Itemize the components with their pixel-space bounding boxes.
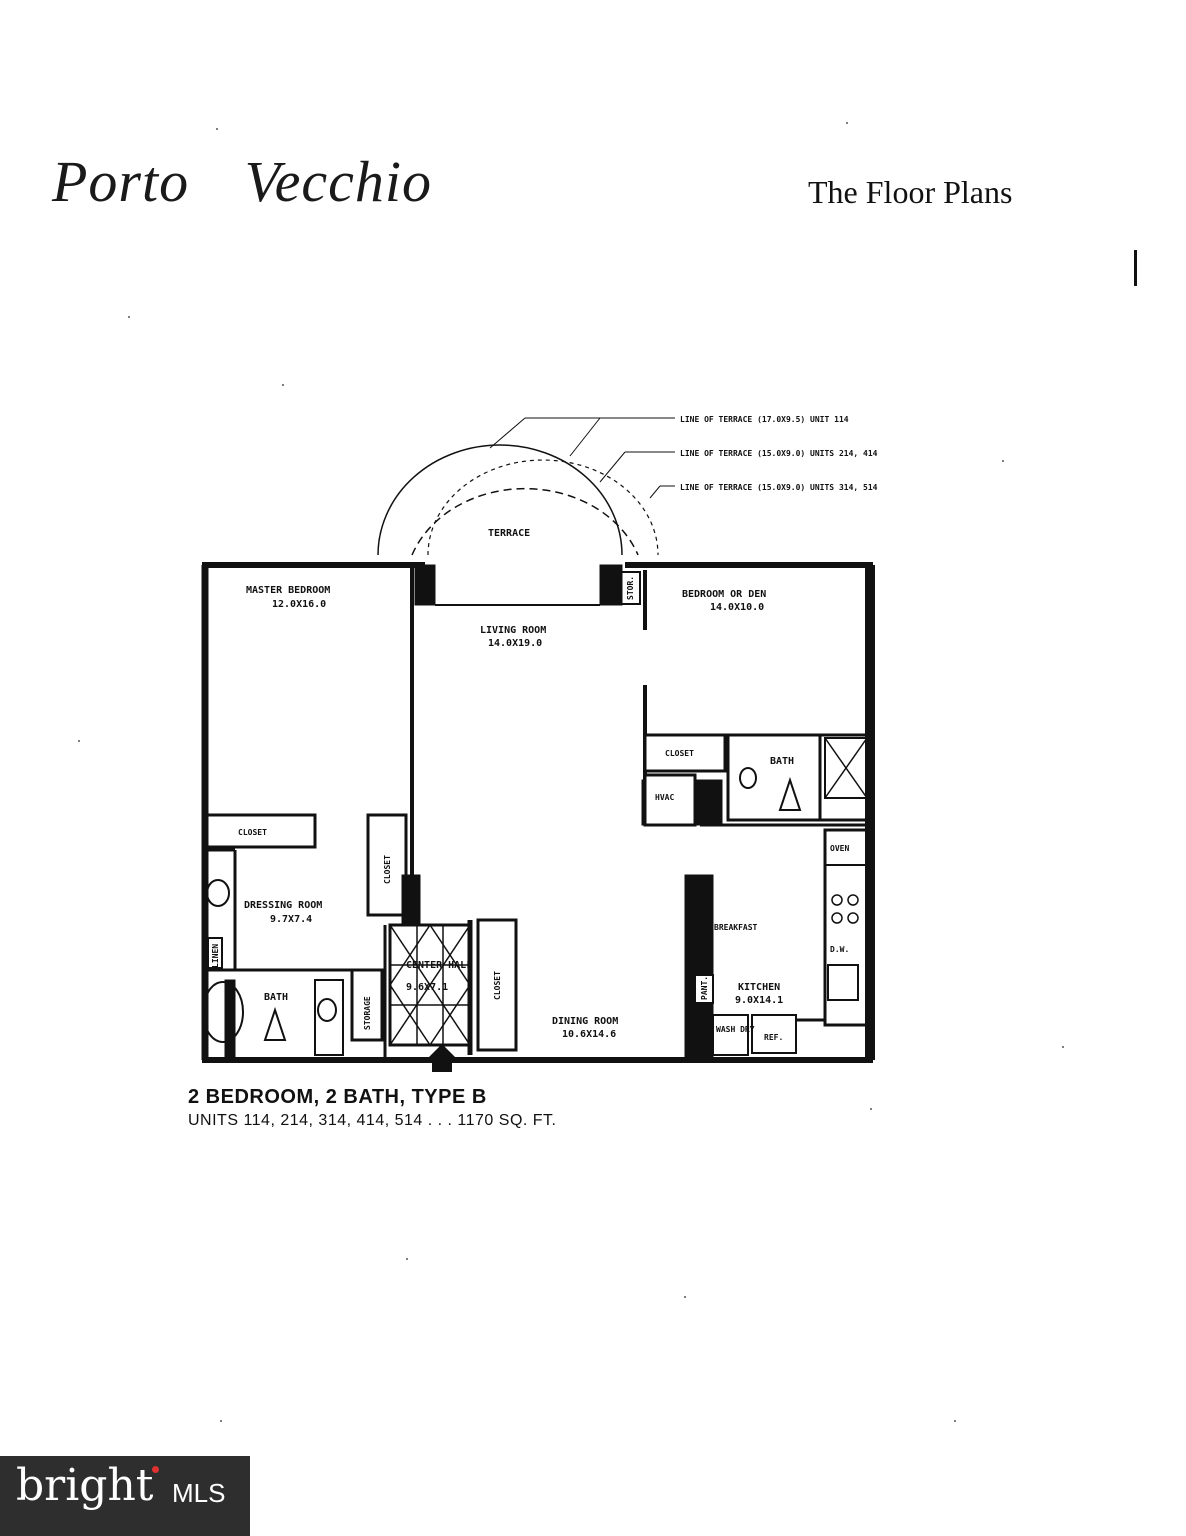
dishwasher-label: D.W. bbox=[830, 945, 849, 954]
terrace-arc-114 bbox=[377, 444, 623, 556]
speck bbox=[846, 122, 848, 124]
margin-mark bbox=[1134, 250, 1137, 286]
hall-closet-label: CLOSET bbox=[493, 971, 502, 1000]
floor-plan: LINE OF TERRACE (17.0X9.5) UNIT 114 LINE… bbox=[201, 415, 878, 1072]
speck bbox=[684, 1296, 686, 1298]
master-bedroom-size: 12.0X16.0 bbox=[272, 599, 326, 610]
bedroom-den-label: BEDROOM OR DEN bbox=[682, 589, 766, 600]
center-hall-size: 9.6X7.1 bbox=[406, 982, 448, 993]
speck bbox=[128, 316, 130, 318]
wash-dry-label: WASH DRY bbox=[716, 1025, 755, 1034]
terrace-note-314: LINE OF TERRACE (15.0X9.0) UNITS 314, 51… bbox=[680, 483, 878, 492]
terrace-arc-314 bbox=[427, 459, 659, 556]
plan-units: UNITS 114, 214, 314, 414, 514 . . . 1170… bbox=[188, 1112, 557, 1129]
terrace-note-114: LINE OF TERRACE (17.0X9.5) UNIT 114 bbox=[680, 415, 849, 424]
speck bbox=[216, 128, 218, 130]
speck bbox=[954, 1420, 956, 1422]
terrace-notes: LINE OF TERRACE (17.0X9.5) UNIT 114 LINE… bbox=[680, 415, 878, 492]
terrace-note-214: LINE OF TERRACE (15.0X9.0) UNITS 214, 41… bbox=[680, 449, 878, 458]
dining-room-size: 10.6X14.6 bbox=[562, 1029, 616, 1040]
speck bbox=[1002, 460, 1004, 462]
bath-1-label: BATH bbox=[264, 992, 288, 1003]
speck bbox=[78, 740, 80, 742]
plan-title: 2 BEDROOM, 2 BATH, TYPE B bbox=[188, 1086, 487, 1108]
refrigerator-label: REF. bbox=[764, 1033, 783, 1042]
living-room-size: 14.0X19.0 bbox=[488, 638, 542, 649]
speck bbox=[870, 1108, 872, 1110]
master-bedroom-label: MASTER BEDROOM bbox=[246, 585, 330, 596]
speck bbox=[1062, 1046, 1064, 1048]
speck bbox=[406, 1258, 408, 1260]
breakfast-label: BREAKFAST bbox=[714, 923, 758, 932]
master-closet-label: CLOSET bbox=[238, 828, 267, 837]
terrace-arc-214 bbox=[411, 487, 639, 556]
pantry-label: PANT. bbox=[700, 976, 709, 1000]
kitchen-size: 9.0X14.1 bbox=[735, 995, 783, 1006]
vertical-closet-label: CLOSET bbox=[383, 855, 392, 884]
entry-arrow-icon bbox=[424, 1044, 460, 1072]
speck bbox=[220, 1420, 222, 1422]
terrace-label: TERRACE bbox=[488, 528, 530, 539]
oven-label: OVEN bbox=[830, 844, 849, 853]
logo-brand: bright bbox=[16, 1460, 154, 1511]
dressing-room-label: DRESSING ROOM bbox=[244, 900, 322, 911]
logo-suffix: MLS bbox=[172, 1478, 226, 1508]
dressing-room-size: 9.7X7.4 bbox=[270, 914, 312, 925]
page-subtitle: The Floor Plans bbox=[808, 174, 1013, 210]
bath-2-label: BATH bbox=[770, 756, 794, 767]
storage-den-label: STOR. bbox=[626, 576, 635, 600]
speck bbox=[282, 384, 284, 386]
living-room-label: LIVING ROOM bbox=[480, 625, 546, 636]
den-closet-label: CLOSET bbox=[665, 749, 694, 758]
storage-label: STORAGE bbox=[363, 996, 372, 1030]
kitchen-label: KITCHEN bbox=[738, 982, 780, 993]
dining-room-label: DINING ROOM bbox=[552, 1016, 618, 1027]
hvac-label: HVAC bbox=[655, 793, 674, 802]
bedroom-den-size: 14.0X10.0 bbox=[710, 602, 764, 613]
center-hall-label: CENTER HALL bbox=[406, 960, 472, 971]
linen-label: LINEN bbox=[211, 944, 220, 968]
bright-mls-logo: bright MLS bbox=[0, 1456, 250, 1536]
logo-dot-icon bbox=[152, 1466, 159, 1473]
brand-title: Porto Vecchio bbox=[52, 149, 432, 214]
